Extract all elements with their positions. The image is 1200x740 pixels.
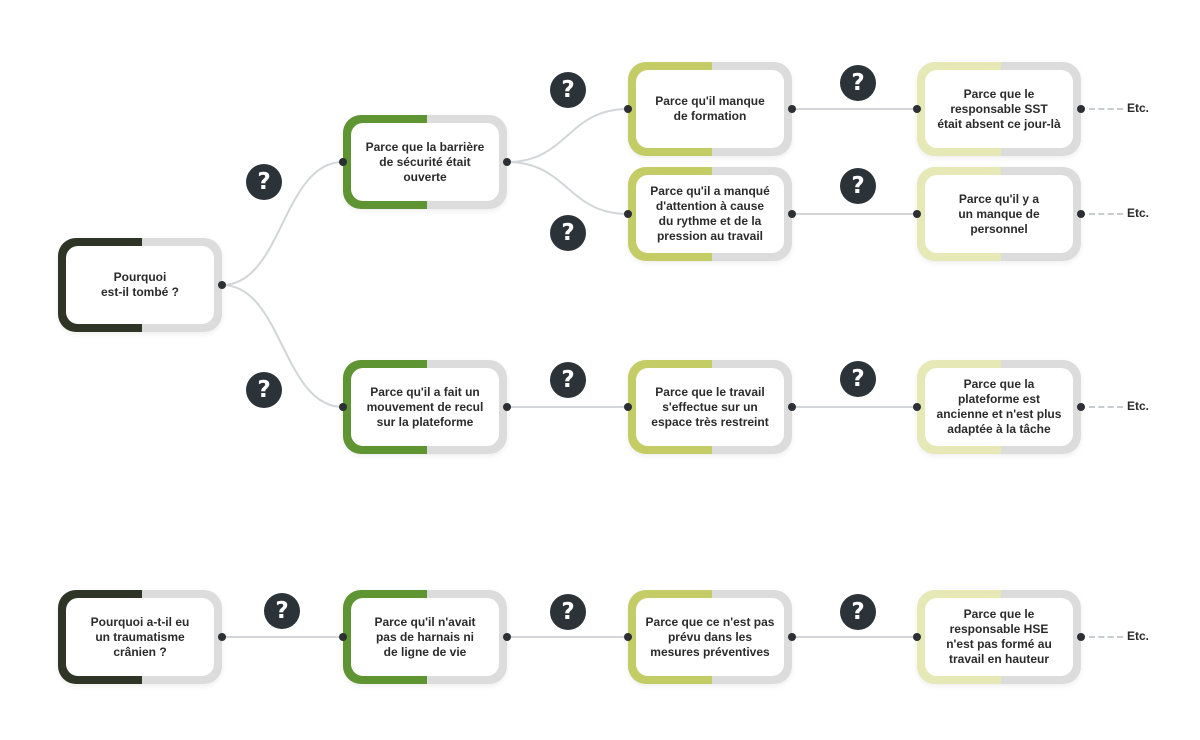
connector-dot [913, 633, 921, 641]
node-card: Parce que la barrière de sécurité était … [351, 123, 499, 201]
node-b1: Parce que la barrière de sécurité était … [343, 115, 507, 209]
node-text: Parce qu'il a fait un mouvement de recul… [366, 384, 484, 429]
connector-dot [503, 633, 511, 641]
node-root1: Pourquoi est-il tombé ? [58, 238, 222, 332]
connector-dot [624, 210, 632, 218]
node-c1: Parce qu'il manque de formation [628, 62, 792, 156]
node-card: Parce que ce n'est pas prévu dans les me… [636, 598, 784, 676]
node-card: Parce qu'il y a un manque de personnel [925, 175, 1073, 253]
node-card: Parce que le responsable HSE n'est pas f… [925, 598, 1073, 676]
connector-dot [1077, 633, 1085, 641]
connector-dot [339, 403, 347, 411]
question-mark-icon: ? [550, 215, 586, 251]
node-c2: Parce qu'il a manqué d'attention à cause… [628, 167, 792, 261]
question-mark-icon: ? [550, 362, 586, 398]
node-b2: Parce qu'il a fait un mouvement de recul… [343, 360, 507, 454]
connector-dot [1077, 105, 1085, 113]
node-text: Parce qu'il manque de formation [655, 94, 765, 123]
etc-label: Etc. [1127, 101, 1150, 115]
connector-dot [503, 158, 511, 166]
connector-dot [503, 403, 511, 411]
etc-label: Etc. [1127, 399, 1150, 413]
question-mark-icon: ? [550, 594, 586, 630]
node-e2: Parce que ce n'est pas prévu dans les me… [628, 590, 792, 684]
connector-dot [1077, 403, 1085, 411]
question-mark-icon: ? [840, 65, 876, 101]
node-e1: Parce qu'il n'avait pas de harnais ni de… [343, 590, 507, 684]
etc-label: Etc. [1127, 206, 1150, 220]
etc-label: Etc. [1127, 629, 1150, 643]
node-card: Parce qu'il a fait un mouvement de recul… [351, 368, 499, 446]
connector-b1-c2 [506, 161, 629, 215]
connector-root1-b2 [221, 284, 344, 408]
connector-dot [624, 633, 632, 641]
connector-dot [339, 633, 347, 641]
question-mark-icon: ? [840, 168, 876, 204]
connector-dot [788, 105, 796, 113]
node-text: Parce qu'il y a un manque de personnel [958, 191, 1040, 236]
node-card: Parce qu'il manque de formation [636, 70, 784, 148]
connector-dot [788, 210, 796, 218]
connector-dot [788, 633, 796, 641]
etc-dashed-line [1089, 636, 1123, 638]
connector-dot [218, 633, 226, 641]
node-d1: Parce que le responsable SST était absen… [917, 62, 1081, 156]
node-text: Parce qu'il a manqué d'attention à cause… [650, 184, 770, 243]
connector-dot [913, 105, 921, 113]
connector-dot [913, 403, 921, 411]
etc-dashed-line [1089, 213, 1123, 215]
node-text: Pourquoi a-t-il eu un traumatisme crânie… [90, 614, 190, 659]
question-mark-icon: ? [246, 164, 282, 200]
node-text: Parce que la barrière de sécurité était … [365, 139, 485, 184]
connector-b1-c1 [506, 108, 629, 163]
connector-dot [788, 403, 796, 411]
node-d2: Parce qu'il y a un manque de personnel [917, 167, 1081, 261]
connector-dot [1077, 210, 1085, 218]
node-text: Parce que ce n'est pas prévu dans les me… [645, 614, 775, 659]
node-text: Parce que le travail s'effectue sur un e… [651, 384, 769, 429]
node-card: Parce qu'il n'avait pas de harnais ni de… [351, 598, 499, 676]
etc-dashed-line [1089, 406, 1123, 408]
question-mark-icon: ? [840, 594, 876, 630]
connector-dot [218, 281, 226, 289]
question-mark-icon: ? [840, 361, 876, 397]
connector-dot [339, 158, 347, 166]
node-text: Parce qu'il n'avait pas de harnais ni de… [374, 614, 476, 659]
node-text: Parce que la plateforme est ancienne et … [936, 377, 1062, 436]
node-card: Parce que le responsable SST était absen… [925, 70, 1073, 148]
node-text: Parce que le responsable HSE n'est pas f… [946, 607, 1052, 666]
node-card: Parce que la plateforme est ancienne et … [925, 368, 1073, 446]
question-mark-icon: ? [246, 372, 282, 408]
connector-root1-b1 [221, 161, 344, 286]
etc-dashed-line [1089, 108, 1123, 110]
question-mark-icon: ? [264, 593, 300, 629]
connector-dot [624, 403, 632, 411]
question-mark-icon: ? [550, 72, 586, 108]
node-text: Pourquoi est-il tombé ? [100, 270, 179, 299]
connector-dot [913, 210, 921, 218]
node-card: Parce que le travail s'effectue sur un e… [636, 368, 784, 446]
node-c3: Parce que le travail s'effectue sur un e… [628, 360, 792, 454]
node-root2: Pourquoi a-t-il eu un traumatisme crânie… [58, 590, 222, 684]
node-d3: Parce que la plateforme est ancienne et … [917, 360, 1081, 454]
connector-dot [624, 105, 632, 113]
node-text: Parce que le responsable SST était absen… [937, 86, 1061, 131]
node-e3: Parce que le responsable HSE n'est pas f… [917, 590, 1081, 684]
node-card: Parce qu'il a manqué d'attention à cause… [636, 175, 784, 253]
node-card: Pourquoi est-il tombé ? [66, 246, 214, 324]
node-card: Pourquoi a-t-il eu un traumatisme crânie… [66, 598, 214, 676]
